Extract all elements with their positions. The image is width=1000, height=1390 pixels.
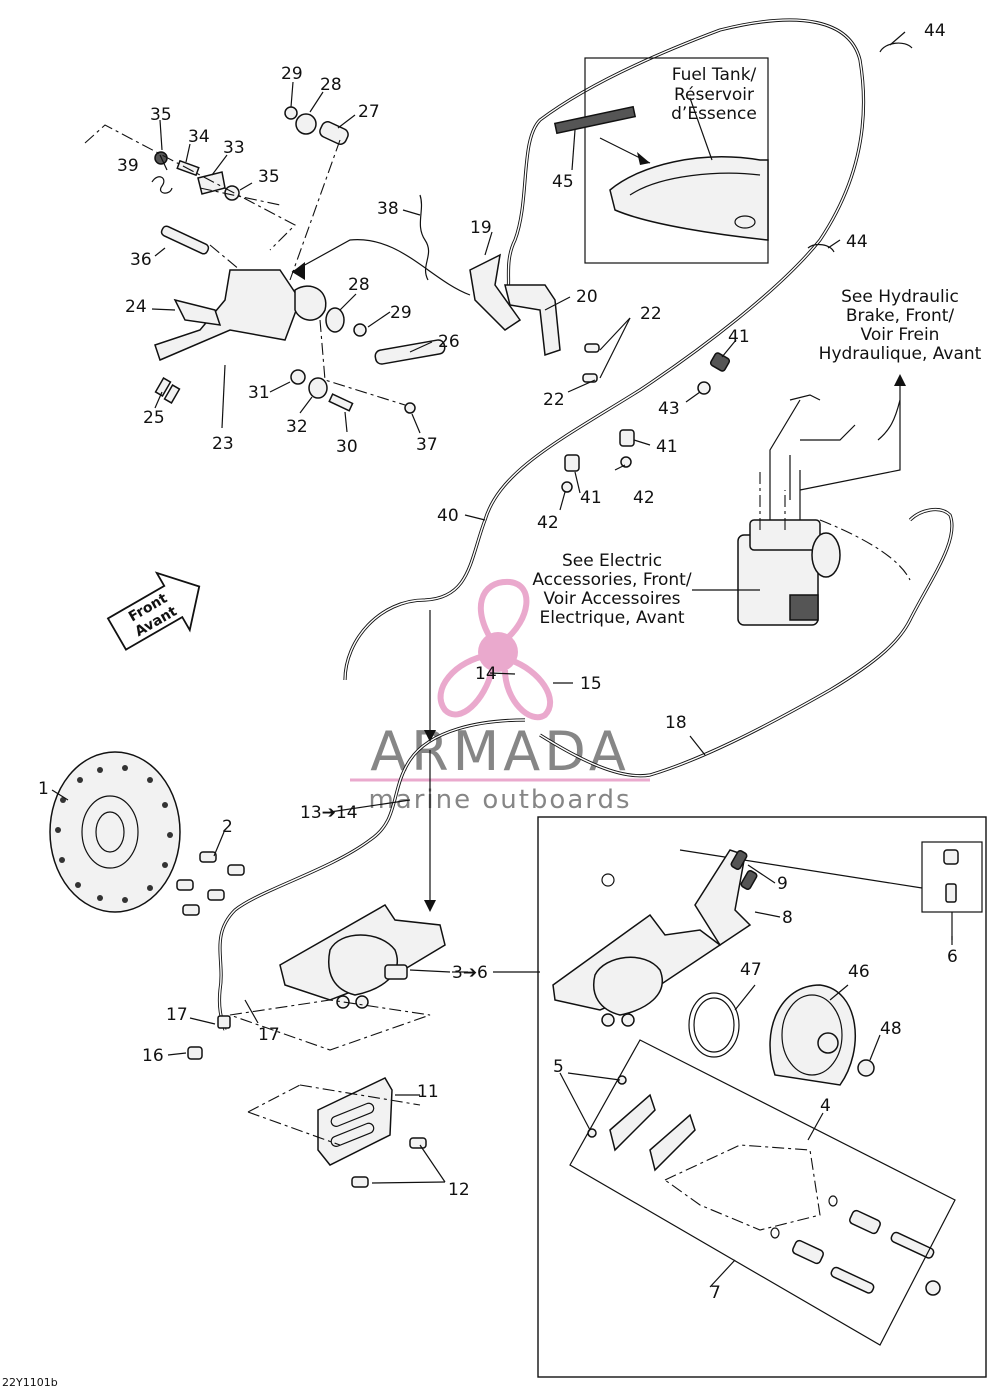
propeller-logo-icon (437, 578, 553, 721)
detail-box-6 (921, 841, 983, 940)
label-41c: 41 (580, 488, 602, 508)
label-27: 27 (358, 102, 380, 122)
label-15: 15 (580, 674, 602, 694)
disc-bolts (176, 851, 245, 916)
spring-47 (688, 992, 740, 1058)
cover-46 (769, 984, 875, 1086)
label-1: 1 (38, 779, 49, 799)
main-cable-40 (343, 18, 866, 681)
watermark: ARMADA marine outboards (350, 578, 650, 815)
label-13-14: 13➔14 (300, 803, 358, 823)
label-44b: 44 (846, 232, 868, 252)
label-2: 2 (222, 817, 233, 837)
label-34: 34 (188, 127, 210, 147)
label-42a: 42 (633, 488, 655, 508)
label-44a: 44 (924, 21, 946, 41)
label-31: 31 (248, 383, 270, 403)
diagram-code: 22Y1101b (2, 1376, 58, 1389)
label-8: 8 (782, 908, 793, 928)
label-30: 30 (336, 437, 358, 457)
label-6: 6 (947, 947, 958, 967)
label-22b: 22 (543, 390, 565, 410)
label-4: 4 (820, 1096, 831, 1116)
label-29a: 29 (281, 64, 303, 84)
label-25: 25 (143, 408, 165, 428)
label-40: 40 (437, 506, 459, 526)
label-23: 23 (212, 434, 234, 454)
part-number-labels: 1 2 3➔6 4 5 6 7 8 9 11 12 13➔14 14 15 16… (38, 21, 958, 1303)
label-28b: 28 (348, 275, 370, 295)
label-32: 32 (286, 417, 308, 437)
pedal-assembly (151, 106, 446, 414)
label-29b: 29 (390, 303, 412, 323)
detail-pointer (679, 849, 923, 889)
pedal-dashed-lines (84, 124, 406, 406)
label-33: 33 (223, 138, 245, 158)
label-38: 38 (377, 199, 399, 219)
label-20: 20 (576, 287, 598, 307)
label-3-6: 3➔6 (452, 963, 488, 983)
watermark-tagline: marine outboards (368, 785, 631, 815)
label-28a: 28 (320, 75, 342, 95)
label-35a: 35 (150, 105, 172, 125)
caliper-detail (552, 849, 758, 1027)
label-39: 39 (117, 156, 139, 176)
label-43: 43 (658, 399, 680, 419)
hydraulic-note-line2: Brake, Front/ (846, 306, 955, 326)
label-12: 12 (448, 1180, 470, 1200)
leader-lines (51, 31, 953, 1288)
front-arrow-icon: Front Avant (106, 571, 201, 651)
brake-disc (49, 751, 181, 913)
electric-note-line3: Voir Accessoires (543, 589, 680, 609)
brake-line-13-14 (217, 718, 526, 1031)
hydraulic-note-line3: Voir Frein (861, 325, 940, 345)
label-46: 46 (848, 962, 870, 982)
label-41b: 41 (656, 437, 678, 457)
label-45: 45 (552, 172, 574, 192)
label-16: 16 (142, 1046, 164, 1066)
abs-module (692, 374, 911, 626)
brake-line-18 (539, 507, 954, 778)
fuel-tank-note-line3: d’Essence (671, 104, 757, 124)
pedal-pad-24 (173, 298, 222, 326)
label-5: 5 (553, 1057, 564, 1077)
label-48: 48 (880, 1019, 902, 1039)
label-17b: 17 (258, 1025, 280, 1045)
label-14: 14 (475, 664, 497, 684)
watermark-brand: ARMADA (370, 720, 630, 783)
electric-note-line1: See Electric (562, 551, 662, 571)
label-35b: 35 (258, 167, 280, 187)
label-19: 19 (470, 218, 492, 238)
fuel-tank-note-line2: Réservoir (674, 85, 754, 105)
label-7: 7 (710, 1283, 721, 1303)
label-9: 9 (777, 874, 788, 894)
electric-note-line4: Electrique, Avant (539, 608, 684, 628)
label-11: 11 (417, 1082, 439, 1102)
detail-box (537, 816, 987, 1378)
electric-note-line2: Accessories, Front/ (532, 570, 691, 590)
label-24: 24 (125, 297, 147, 317)
fuel-tank-inset (553, 57, 769, 264)
bracket-11 (187, 1015, 427, 1188)
label-17a: 17 (166, 1005, 188, 1025)
label-47: 47 (740, 960, 762, 980)
label-41a: 41 (728, 327, 750, 347)
caliper-left (229, 610, 451, 1051)
label-26: 26 (438, 332, 460, 352)
exploded-caliper-7 (569, 1039, 956, 1346)
label-22a: 22 (640, 304, 662, 324)
label-42b: 42 (537, 513, 559, 533)
label-37: 37 (416, 435, 438, 455)
label-36: 36 (130, 250, 152, 270)
fuel-tank-note-line1: Fuel Tank/ (672, 65, 757, 85)
label-18: 18 (665, 713, 687, 733)
hydraulic-note-line4: Hydraulique, Avant (819, 344, 982, 364)
lever-assembly (291, 194, 600, 383)
hydraulic-note-line1: See Hydraulic (841, 287, 959, 307)
